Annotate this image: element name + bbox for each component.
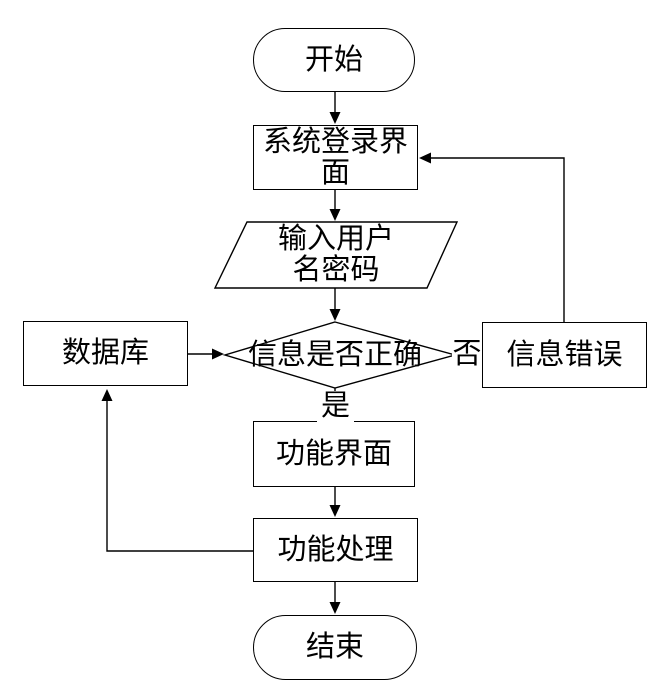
node-login-label-line2: 面 [320, 156, 350, 189]
arrowhead-decision-left [212, 348, 224, 360]
node-function-screen: 功能界面 [253, 421, 415, 487]
edge-error-to-login [430, 157, 565, 322]
node-login-label-line1: 系统登录界 [262, 125, 408, 158]
edge-label-no: 否 [452, 338, 482, 370]
arrowhead-login [329, 112, 341, 124]
node-database-label: 数据库 [61, 337, 149, 369]
edge-proc-to-database [106, 400, 253, 552]
node-function-processing-label: 功能处理 [277, 533, 394, 566]
edge-label-yes: 是 [317, 391, 354, 422]
node-function-screen-label: 功能界面 [275, 437, 392, 470]
node-error-message: 信息错误 [482, 322, 647, 388]
node-login-screen: 系统登录界 面 [253, 125, 418, 190]
node-end: 结束 [253, 615, 417, 680]
node-function-processing: 功能处理 [253, 518, 418, 582]
node-end-label: 结束 [305, 631, 364, 663]
decision-diamond-shape [222, 321, 458, 389]
arrowhead-decision-top [329, 309, 341, 321]
arrowhead-function-proc [329, 505, 341, 517]
arrowhead-database [101, 389, 113, 401]
node-database: 数据库 [23, 321, 188, 386]
arrowhead-input [329, 209, 341, 221]
input-parallelogram-shape [213, 221, 459, 289]
arrowhead-login-right [419, 152, 431, 164]
node-error-label: 信息错误 [506, 338, 623, 371]
arrowhead-end [329, 602, 341, 614]
node-start-label: 开始 [304, 43, 363, 76]
node-start: 开始 [253, 28, 415, 92]
